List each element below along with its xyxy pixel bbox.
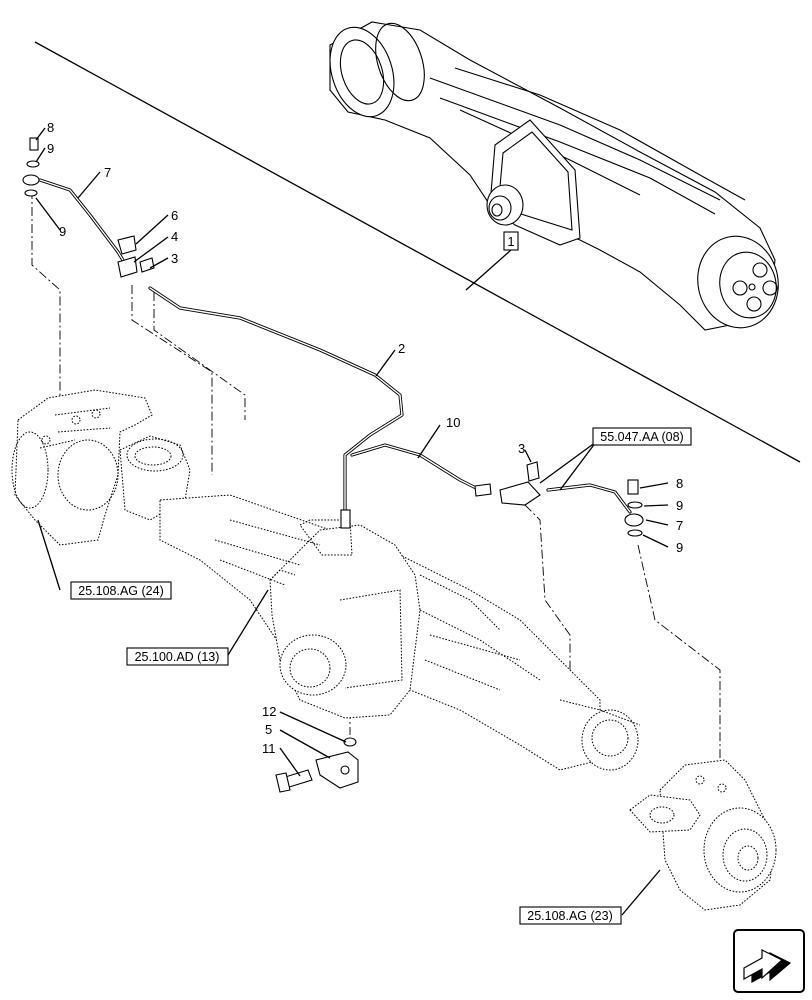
ref-25-100-AD-13[interactable]: 25.100.AD (13) [126, 647, 229, 666]
callout-4: 4 [171, 229, 178, 244]
bleed-screw-6 [117, 235, 137, 255]
inset-axle-assembly: 1 [34, 21, 801, 463]
callout-2: 2 [398, 341, 405, 356]
callout-3a: 3 [171, 251, 178, 266]
banjo-7b [624, 513, 644, 527]
next-page-arrow-icon[interactable] [733, 929, 805, 993]
callout-7a: 7 [104, 165, 111, 180]
reference-boxes: 55.047.AA (08) 25.108.AG (24) 25.100.AD … [70, 427, 692, 925]
callout-1-leader [465, 249, 512, 291]
leader-lines [35, 127, 669, 916]
union-3b [526, 461, 540, 482]
callout-11: 11 [262, 741, 276, 756]
washer-9b [24, 189, 38, 197]
main-axle-housing [11, 389, 777, 911]
bracket-5 [315, 751, 359, 789]
callout-5: 5 [265, 722, 272, 737]
ref-25-108-AG-23[interactable]: 25.108.AG (23) [519, 906, 622, 925]
washer-9d [627, 529, 643, 537]
callout-12: 12 [262, 704, 276, 719]
tee-fitting-3b [499, 481, 541, 506]
callout-9d: 9 [676, 540, 683, 555]
svg-text:25.108.AG (24): 25.108.AG (24) [78, 584, 163, 598]
ref-55-047-AA-08[interactable]: 55.047.AA (08) [592, 427, 692, 446]
svg-text:25.100.AD (13): 25.100.AD (13) [135, 650, 220, 664]
callout-1: 1 [507, 234, 514, 249]
pipe-end-10 [474, 483, 492, 497]
connector-4 [117, 256, 138, 278]
callout-8a: 8 [47, 120, 54, 135]
washer-9c [627, 501, 643, 509]
banjo-7a [22, 174, 40, 186]
inset-separator-line [34, 41, 801, 463]
callout-8b: 8 [676, 476, 683, 491]
svg-text:55.047.AA (08): 55.047.AA (08) [600, 430, 683, 444]
ref-25-108-AG-24[interactable]: 25.108.AG (24) [70, 581, 172, 600]
banjo-bolt-8a [29, 137, 39, 151]
callout-9a: 9 [47, 141, 54, 156]
pipe-end-2 [340, 509, 351, 529]
washer-12 [343, 737, 357, 747]
banjo-bolt-8b [627, 479, 639, 495]
washer-9a [26, 160, 40, 168]
union-3a [139, 257, 155, 273]
callout-9b: 9 [59, 224, 66, 239]
callout-10: 10 [446, 415, 460, 430]
callouts: 8 9 7 9 6 4 3 2 10 3 8 9 7 9 12 5 11 [47, 120, 683, 756]
callout-6: 6 [171, 208, 178, 223]
callout-7b: 7 [676, 518, 683, 533]
svg-text:25.108.AG (23): 25.108.AG (23) [527, 909, 612, 923]
callout-3b: 3 [518, 441, 525, 456]
callout-1-box [503, 231, 519, 251]
callout-9c: 9 [676, 498, 683, 513]
fittings [22, 137, 644, 793]
